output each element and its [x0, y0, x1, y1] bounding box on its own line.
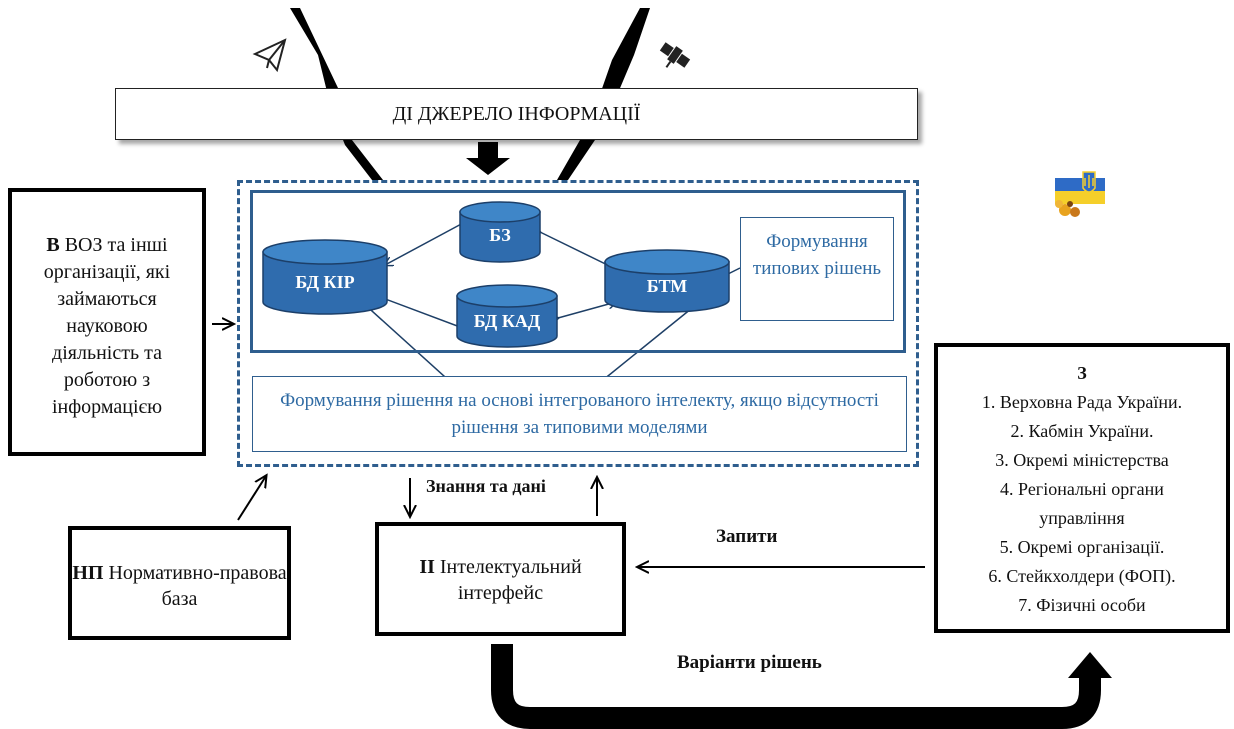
typical-solutions-box: Формування типових рішень [740, 217, 894, 321]
satellite-icon [659, 42, 691, 68]
integrated-solution-box: Формування рішення на основі інтегровано… [252, 376, 907, 452]
information-source-title: ДІ ДЖЕРЕЛО ІНФОРМАЦІЇ [392, 103, 641, 125]
db-btm-label: БТМ [646, 276, 688, 296]
intelligent-interface-code: ІІ [419, 556, 435, 578]
science-organizations-box: В ВОЗ та інші організації, які займаютьс… [8, 188, 206, 456]
db-btm [604, 249, 730, 313]
db-bd-kad [456, 284, 558, 348]
db-bd-kir [262, 239, 388, 315]
information-source-box: ДІ ДЖЕРЕЛО ІНФОРМАЦІЇ [115, 88, 918, 140]
consumer-item: 1. Верховна Рада України. [981, 392, 1183, 412]
integrated-solution-text: Формування рішення на основі інтегровано… [280, 390, 879, 438]
source-down-arrow [466, 142, 510, 175]
db-bd-kir-label: БД КІР [295, 272, 355, 292]
consumer-item: 2. Кабмін України. [1010, 421, 1154, 441]
regulatory-base-text: Нормативно-правова база [108, 562, 287, 610]
consumer-item: 4. Регіональні органи управління [1000, 479, 1164, 528]
consumer-item: 7. Фізичні особи [1018, 595, 1146, 615]
typical-solutions-text: Формування типових рішень [752, 231, 882, 279]
intelligent-interface-box: ІІ Інтелектуальний інтерфейс [375, 522, 626, 636]
consumer-item: 6. Стейкхолдери (ФОП). [988, 566, 1176, 586]
consumer-item: 3. Окремі міністерства [995, 450, 1169, 470]
science-organizations-code: В [46, 234, 60, 256]
consumers-code: З [1077, 363, 1087, 383]
intelligent-interface-text: Інтелектуальний інтерфейс [439, 556, 582, 604]
requests-label: Запити [716, 526, 778, 547]
science-organizations-text: ВОЗ та інші організації, які займаються … [43, 234, 171, 418]
solution-options-label: Варіанти рішень [677, 652, 822, 673]
consumer-item: 5. Окремі організації. [999, 537, 1165, 557]
knowledge-data-label: Знання та дані [426, 476, 546, 496]
ukraine-emblem-icon [1055, 171, 1105, 217]
regulatory-base-box: НП Нормативно-правова база [68, 526, 291, 640]
options-arrow [491, 644, 1101, 729]
paper-plane-icon [252, 38, 287, 73]
regulatory-base-code: НП [72, 562, 104, 584]
db-bz-label: БЗ [489, 225, 511, 245]
db-bd-kad-label: БД КАД [473, 311, 541, 331]
consumers-box: З 1. Верховна Рада України. 2. Кабмін Ук… [934, 343, 1230, 633]
system-frame [237, 180, 919, 467]
database-frame [250, 190, 906, 353]
db-bz [459, 201, 541, 263]
